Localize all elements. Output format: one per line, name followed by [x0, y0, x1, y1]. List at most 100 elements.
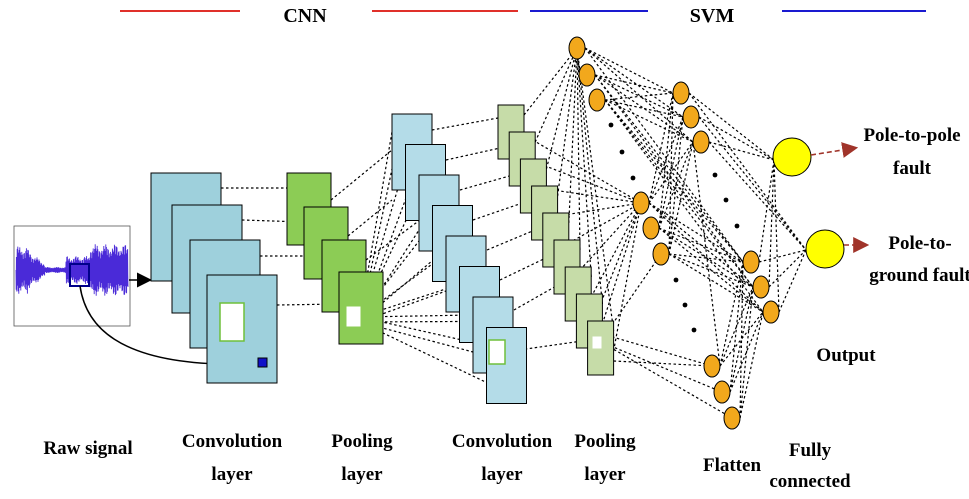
dotted-link: [445, 145, 510, 161]
dotted-link: [604, 99, 744, 263]
fc-label-line1: Fully: [789, 440, 832, 461]
dotted-link: [604, 92, 674, 101]
dotted-link: [604, 99, 684, 118]
dotted-link: [668, 253, 744, 263]
dotted-link: [668, 253, 764, 313]
pool2-label-line2: layer: [584, 464, 626, 485]
dotted-link: [365, 219, 421, 261]
fc-neuron: [672, 81, 690, 105]
flatten-neuron: [642, 216, 660, 240]
dotted-link: [758, 159, 775, 263]
dotted-link: [330, 149, 393, 201]
pool2-window: [592, 336, 602, 349]
pool1-label-line2: layer: [341, 464, 383, 485]
dotted-link: [758, 249, 807, 263]
conv-layer-1: [150, 172, 278, 384]
dotted-link: [648, 116, 684, 204]
neuron-ellipsis-dots: [608, 122, 740, 333]
cnn-title: CNN: [283, 5, 327, 27]
out1-label-line1: Pole-to-pole: [863, 125, 960, 146]
dashed-arrow-icon: [810, 142, 859, 158]
ellipsis-dot: [608, 122, 614, 128]
ellipsis-dot: [673, 277, 679, 283]
pooling-layer-1: [286, 172, 384, 345]
dotted-link: [600, 341, 733, 419]
conv2-label-line1: Convolution: [452, 431, 553, 452]
dotted-link: [708, 141, 807, 251]
dotted-link: [768, 249, 807, 288]
dotted-link: [604, 99, 694, 143]
ellipsis-dot: [712, 172, 718, 178]
dotted-link: [768, 159, 775, 288]
dotted-link: [648, 202, 764, 313]
conv1-output-pixel: [257, 357, 268, 368]
dotted-link: [584, 47, 694, 143]
pool1-feature-map: [338, 271, 384, 345]
conv1-label-line1: Convolution: [182, 431, 283, 452]
dotted-link: [347, 199, 393, 237]
conv2-feature-map: [486, 327, 527, 404]
pool1-window: [346, 306, 361, 327]
dotted-link: [534, 47, 578, 143]
dotted-link: [594, 74, 674, 94]
conv1-kernel-window: [219, 302, 245, 342]
dotted-link: [359, 321, 474, 353]
conv2-kernel-window: [488, 339, 506, 365]
dotted-link: [600, 341, 723, 393]
dotted-link: [708, 141, 775, 161]
dotted-link: [778, 249, 807, 313]
dotted-link: [431, 117, 499, 131]
ellipsis-dot: [682, 302, 688, 308]
dotted-link: [688, 92, 775, 161]
dotted-link: [602, 333, 713, 367]
dotted-link: [504, 339, 590, 353]
dotted-link: [613, 202, 642, 352]
dotted-link: [594, 74, 684, 118]
dotted-link: [584, 47, 674, 94]
flatten-neuron: [652, 242, 670, 266]
dotted-link: [601, 202, 642, 325]
dotted-link: [579, 202, 642, 271]
flatten-neuron: [588, 88, 606, 112]
flatten-neuron: [723, 406, 741, 430]
pool2-label-line1: Pooling: [574, 431, 636, 452]
conv-layer-2: [391, 113, 527, 404]
dotted-link: [546, 188, 642, 204]
neuron-nodes: [568, 36, 780, 430]
dotted-link: [668, 141, 694, 255]
dotted-link: [359, 229, 420, 323]
dotted-link: [523, 47, 578, 116]
flatten-label: Flatten: [703, 455, 761, 476]
flatten-neuron: [568, 36, 586, 60]
labels: Raw signal Convolution layer Pooling lay…: [43, 125, 969, 492]
dotted-link: [557, 202, 642, 217]
dotted-link: [739, 261, 744, 419]
dotted-link: [568, 202, 642, 244]
dotted-link: [359, 321, 487, 384]
ellipsis-dot: [619, 149, 625, 155]
dotted-link: [729, 311, 764, 393]
svm-title: SVM: [690, 5, 735, 27]
out1-label-line2: fault: [893, 158, 932, 179]
dotted-link: [648, 202, 744, 263]
flatten-neuron: [632, 191, 650, 215]
dotted-link: [719, 261, 744, 367]
dotted-link: [597, 253, 662, 346]
dotted-link: [739, 286, 754, 419]
out2-label-line1: Pole-to-: [888, 233, 951, 254]
dotted-link: [719, 286, 754, 367]
dotted-link: [359, 314, 474, 318]
ellipsis-dot: [630, 175, 636, 181]
dotted-link: [729, 286, 754, 393]
flatten-neuron: [578, 63, 596, 87]
ellipsis-dot: [734, 223, 740, 229]
raw-signal-label: Raw signal: [43, 438, 132, 459]
signal-selection-box: [69, 263, 90, 287]
dotted-link: [719, 311, 764, 367]
dotted-link: [698, 116, 775, 161]
flatten-neuron: [703, 354, 721, 378]
fc-neuron: [692, 130, 710, 154]
dotted-link: [568, 47, 578, 224]
